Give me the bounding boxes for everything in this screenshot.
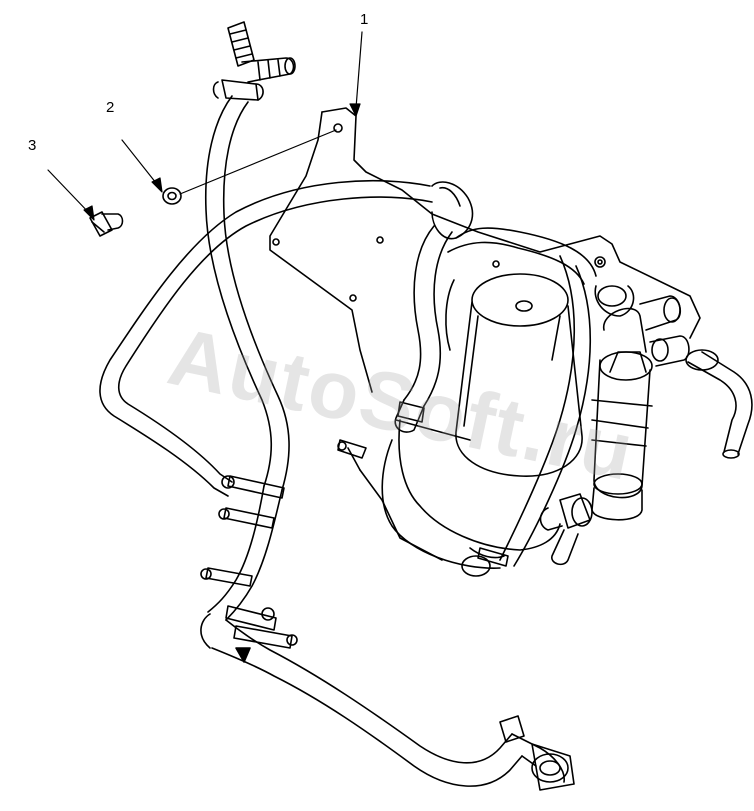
supply-hose [204,95,290,621]
fuel-filter-canister [347,273,583,577]
washer [162,187,182,205]
water-separator-filter [591,307,653,521]
bolt [89,211,124,237]
top-y-fitting [212,21,296,101]
callout-3: 3 [28,137,37,154]
mounting-bracket [269,107,701,393]
callout-1: 1 [360,11,369,28]
return-hose-loop [99,179,597,497]
outlet-fittings [594,285,753,459]
assembly-axis-line [179,129,337,195]
leader-lines [47,31,363,221]
drain-tap [539,493,593,566]
outlet-hose [200,613,575,791]
leader-3 [47,169,93,217]
leader-2 [121,139,161,189]
callout-2: 2 [106,99,115,116]
leader-1 [355,31,363,109]
canister-hoses [394,225,592,567]
hose-clamps [200,401,509,663]
